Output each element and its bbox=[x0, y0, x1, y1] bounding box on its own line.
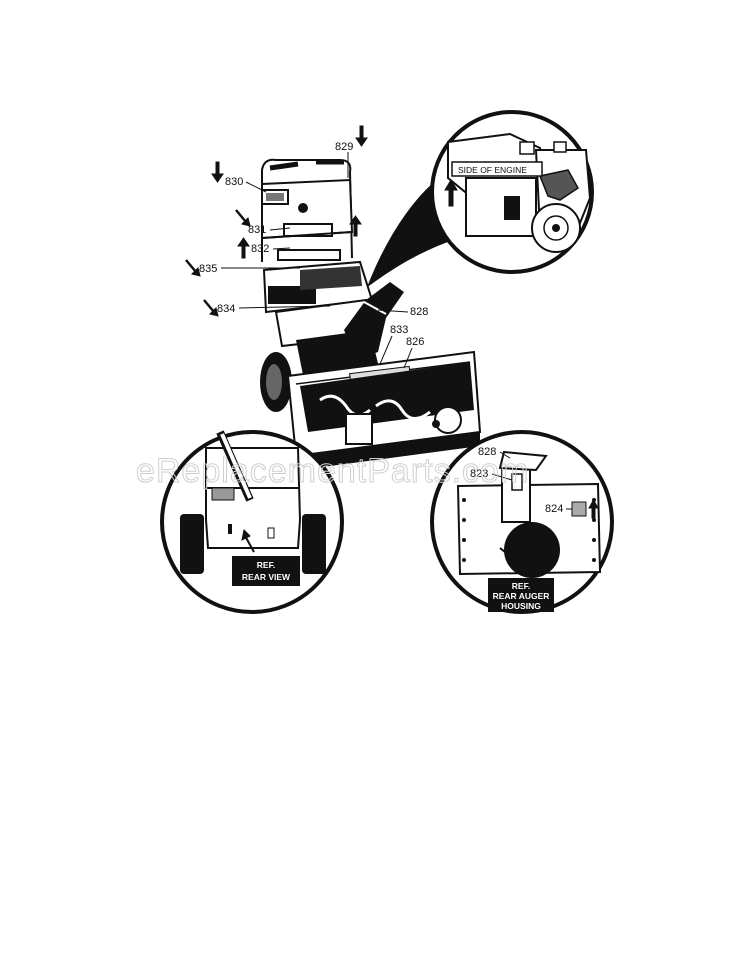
arrow-up-icon bbox=[588, 498, 599, 519]
arrow-down-icon bbox=[355, 125, 368, 147]
arrow-diagonal-icon bbox=[203, 299, 219, 317]
rear-view-tag-line1: REF. bbox=[257, 560, 275, 570]
rear-view-tag-line2: REAR VIEW bbox=[242, 572, 291, 582]
watermark: eReplacementParts.com bbox=[136, 452, 529, 490]
auger-tag-line1: REF. bbox=[512, 581, 530, 591]
side-of-engine-tag bbox=[451, 161, 543, 177]
callout-823: 823 bbox=[470, 468, 488, 480]
rear-view-tag bbox=[232, 556, 300, 586]
auger-tag-line2: REAR AUGER bbox=[493, 591, 550, 601]
callout-833: 833 bbox=[390, 324, 408, 336]
callout-828-inset: 828 bbox=[478, 446, 496, 458]
auger-housing-tag bbox=[488, 578, 554, 612]
rear-view-inset: REF. REAR VIEW bbox=[160, 430, 344, 614]
callout-824: 824 bbox=[545, 503, 563, 515]
arrow-up-icon bbox=[444, 179, 458, 207]
callout-830: 830 bbox=[225, 176, 243, 188]
arrow-down-icon bbox=[211, 161, 224, 183]
engine-body bbox=[447, 132, 592, 253]
direction-arrows bbox=[185, 125, 368, 317]
engine-inset: SIDE OF ENGINE bbox=[366, 110, 594, 288]
callout-826: 826 bbox=[406, 336, 424, 348]
auger-housing-inset: 828 823 824 REF. REAR AUGER HOUSING bbox=[430, 430, 614, 614]
callout-828: 828 bbox=[410, 306, 428, 318]
callout-834: 834 bbox=[217, 303, 235, 315]
callout-832: 832 bbox=[251, 243, 269, 255]
callout-835: 835 bbox=[199, 263, 217, 275]
auger-tag-line3: HOUSING bbox=[501, 601, 541, 611]
arrow-diagonal-icon bbox=[185, 259, 201, 277]
callout-831: 831 bbox=[248, 224, 266, 236]
arrow-up-icon bbox=[237, 237, 250, 259]
callout-829: 829 bbox=[335, 141, 353, 153]
side-of-engine-label: SIDE OF ENGINE bbox=[458, 165, 527, 175]
arrow-up-icon bbox=[349, 215, 362, 237]
auger bbox=[319, 394, 462, 445]
callouts-main: 829 830 831 832 835 834 828 833 826 bbox=[199, 141, 428, 369]
arrow-diagonal-icon bbox=[235, 209, 251, 227]
snowblower-main bbox=[260, 158, 482, 470]
